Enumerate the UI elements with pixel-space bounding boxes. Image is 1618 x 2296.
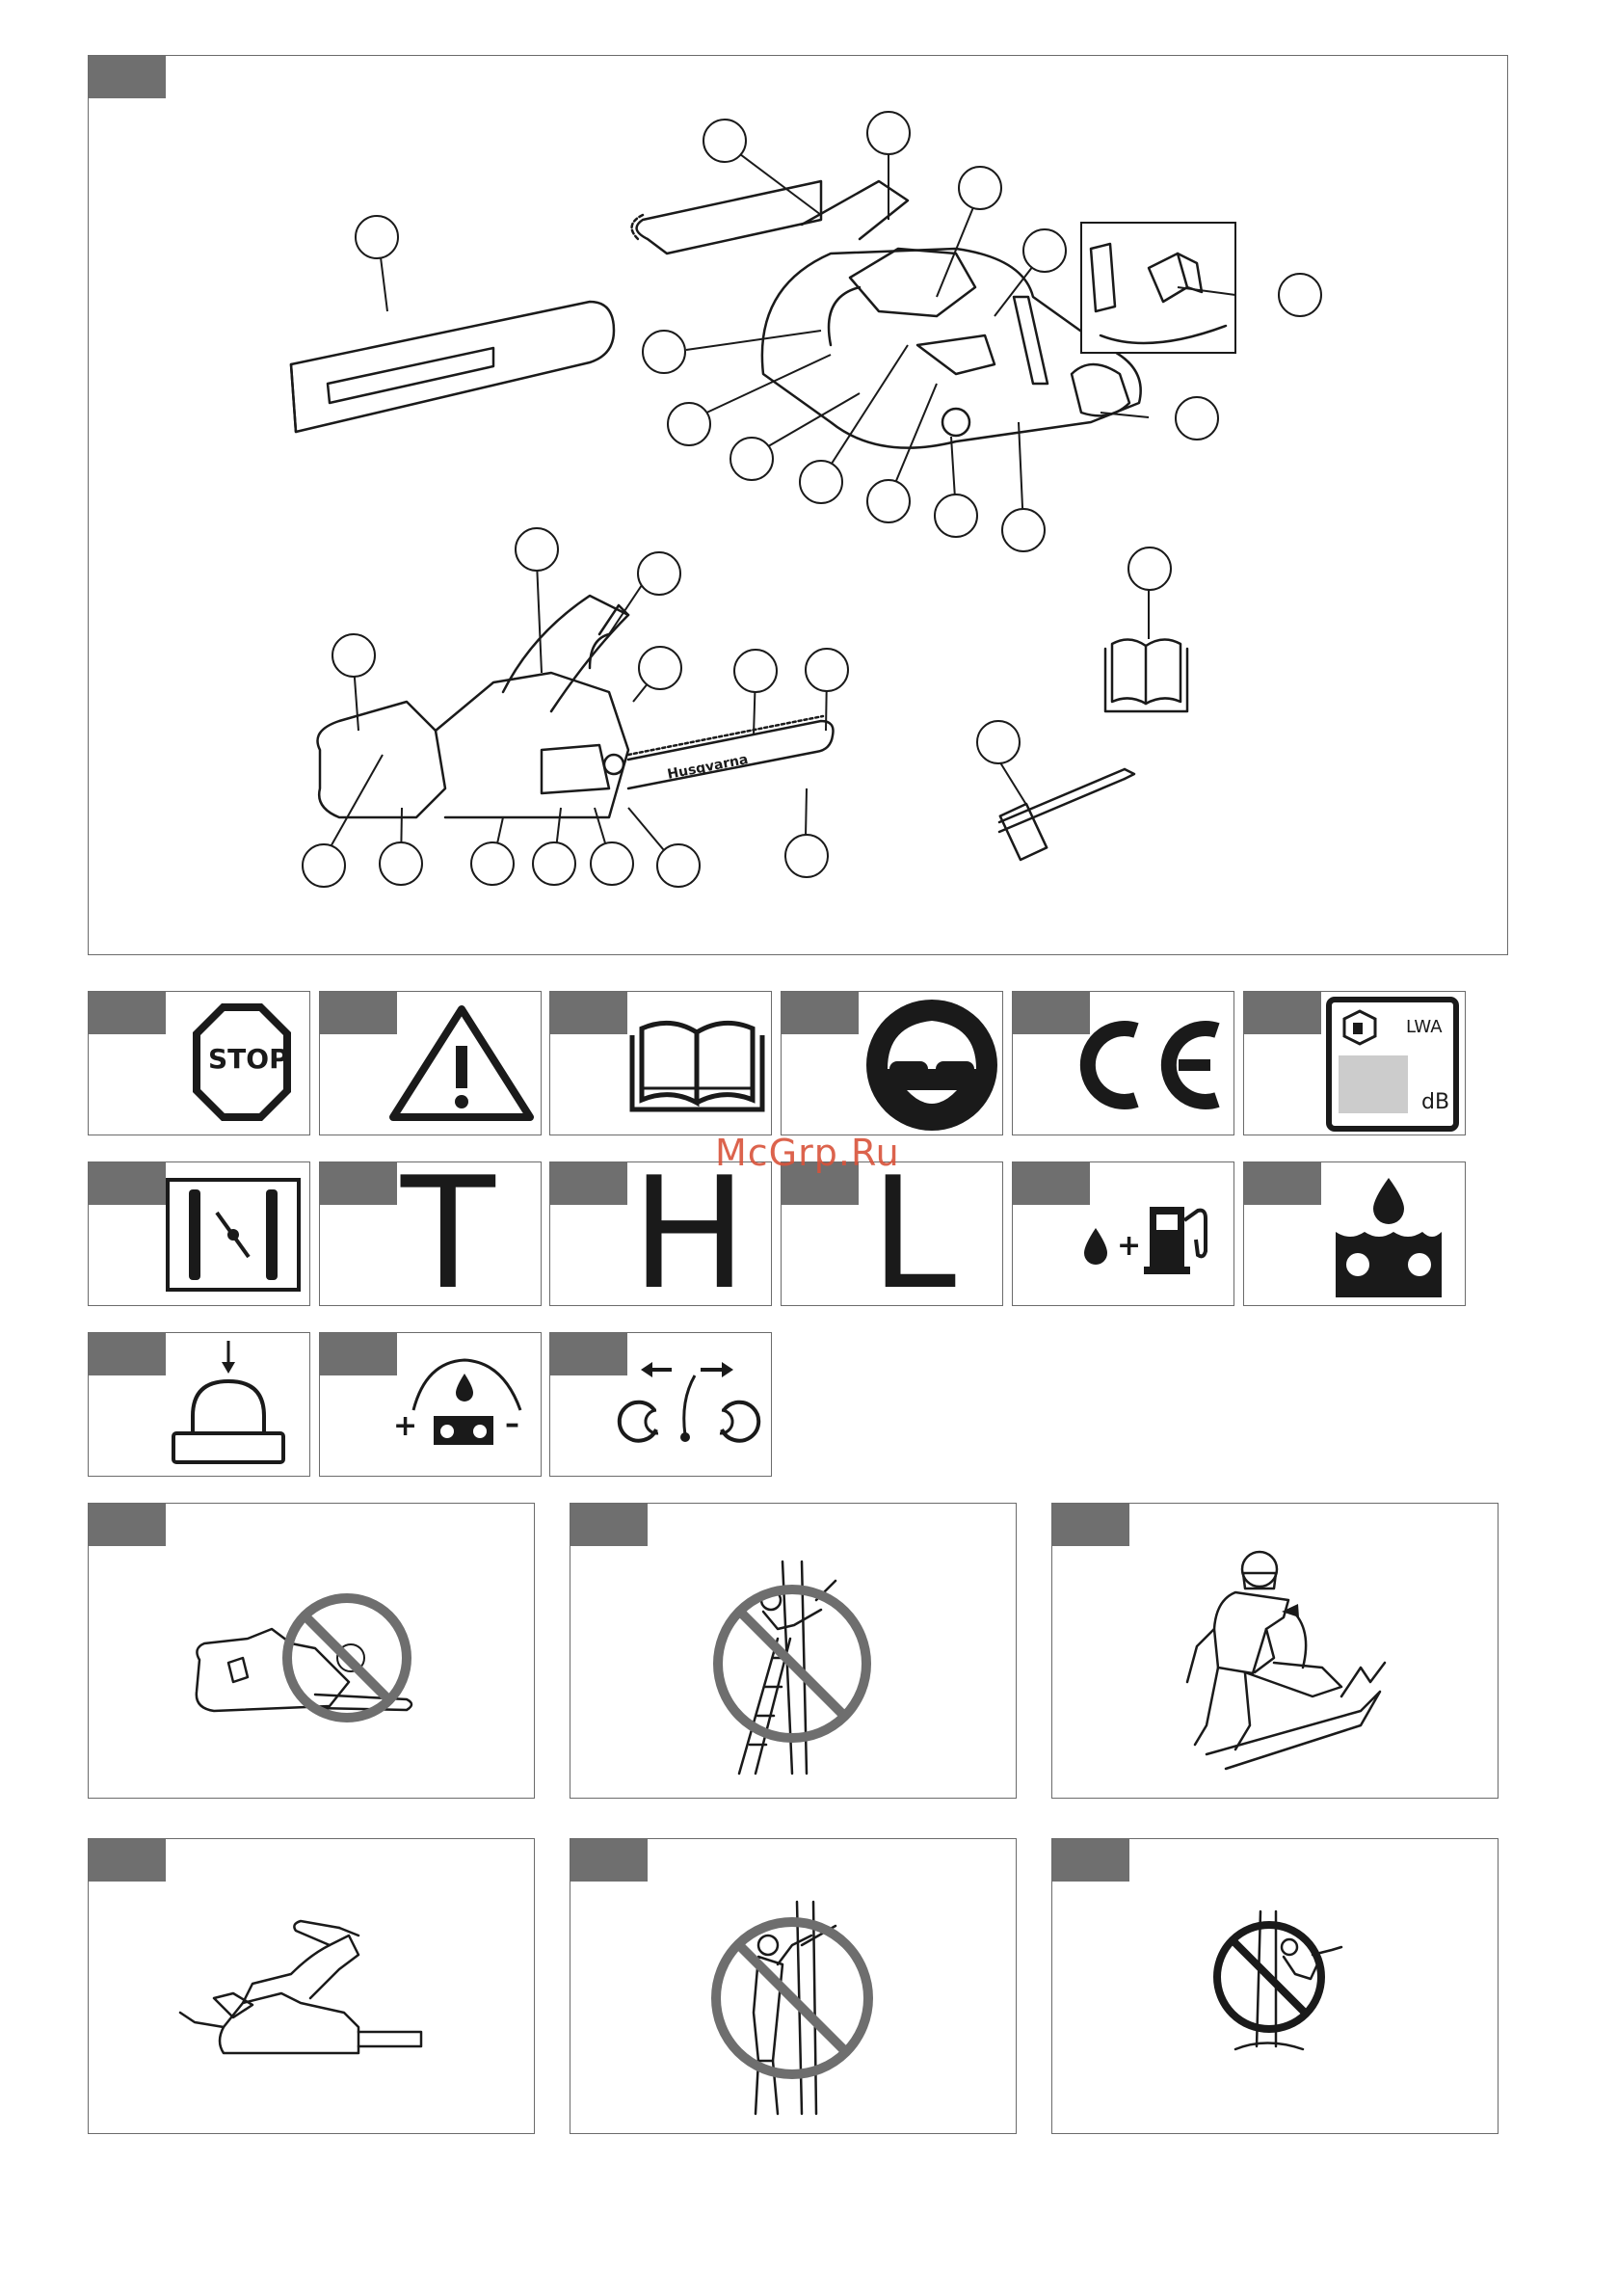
- spanner-drawing: [999, 769, 1134, 860]
- tree-climbing-prohibit-illustration: [1052, 1839, 1499, 2135]
- oil-adjust-plus: +: [393, 1412, 417, 1441]
- panel-tab: [320, 1162, 397, 1205]
- noise-lwa-label: LWA: [1406, 1019, 1443, 1036]
- picture-start-ground: [88, 1838, 535, 2134]
- letter-l: L: [870, 1157, 956, 1311]
- noise-label-icon: [1244, 992, 1467, 1136]
- manual-book-icon: [550, 992, 773, 1136]
- symbol-letter-t: T: [319, 1161, 542, 1306]
- primer-bulb-icon: [89, 1333, 311, 1478]
- symbol-primer: [88, 1332, 310, 1477]
- fuel-plus-sign: +: [1117, 1232, 1141, 1261]
- symbol-stop: STOP: [88, 991, 310, 1135]
- symbol-read-manual: [549, 991, 772, 1135]
- correct-grip-illustration: [1052, 1504, 1499, 1800]
- bar-guard-drawing: [291, 302, 614, 432]
- chainsaw-side-view-drawing: [318, 596, 834, 817]
- choke-icon: [89, 1162, 311, 1307]
- oil-pump-adjust-icon: [320, 1333, 543, 1478]
- symbol-letter-l: L: [781, 1161, 1003, 1306]
- ce-mark-icon: [1013, 992, 1235, 1136]
- warning-triangle-icon: [320, 992, 543, 1136]
- manual-drawing: [1105, 639, 1187, 711]
- symbol-oil-adjust: + –: [319, 1332, 542, 1477]
- symbol-ce-mark: [1012, 991, 1234, 1135]
- overview-panel: Husqvarna: [88, 55, 1508, 955]
- letter-h: H: [631, 1157, 747, 1311]
- ground-start-illustration: [89, 1839, 536, 2135]
- symbol-protective-gear: [781, 991, 1003, 1135]
- picture-above-shoulder: [570, 1838, 1017, 2134]
- letter-t: T: [401, 1157, 495, 1311]
- oil-adjust-minus: –: [505, 1410, 519, 1439]
- chainsaw-top-view-drawing: [632, 181, 1141, 448]
- watermark-text: McGrp.Ru: [715, 1132, 900, 1174]
- symbol-choke: [88, 1161, 310, 1306]
- above-shoulder-prohibit-illustration: [570, 1839, 1018, 2135]
- chain-oil-icon: [1244, 1162, 1467, 1307]
- symbol-chain-oil: [1243, 1161, 1466, 1306]
- kickback-prohibit-illustration: [89, 1504, 536, 1800]
- stop-sign-text: STOP: [208, 1046, 289, 1073]
- panel-tab: [550, 1162, 627, 1205]
- chain-brake-arrows-icon: [550, 1333, 773, 1478]
- symbol-chain-brake: [549, 1332, 772, 1477]
- overview-illustration: [89, 56, 1509, 956]
- symbol-noise-level: LWA dB: [1243, 991, 1466, 1135]
- picture-ladder: [570, 1503, 1017, 1799]
- symbol-warning: [319, 991, 542, 1135]
- symbol-letter-h: H: [549, 1161, 772, 1306]
- picture-correct-grip: [1051, 1503, 1499, 1799]
- helmet-goggles-icon: [782, 992, 1004, 1136]
- picture-kickback: [88, 1503, 535, 1799]
- picture-tree-climbing: [1051, 1838, 1499, 2134]
- ladder-prohibit-illustration: [570, 1504, 1018, 1800]
- inset-detail-drawing: [1081, 223, 1235, 353]
- noise-db-label: dB: [1421, 1092, 1449, 1113]
- symbol-fuel-mix: +: [1012, 1161, 1234, 1306]
